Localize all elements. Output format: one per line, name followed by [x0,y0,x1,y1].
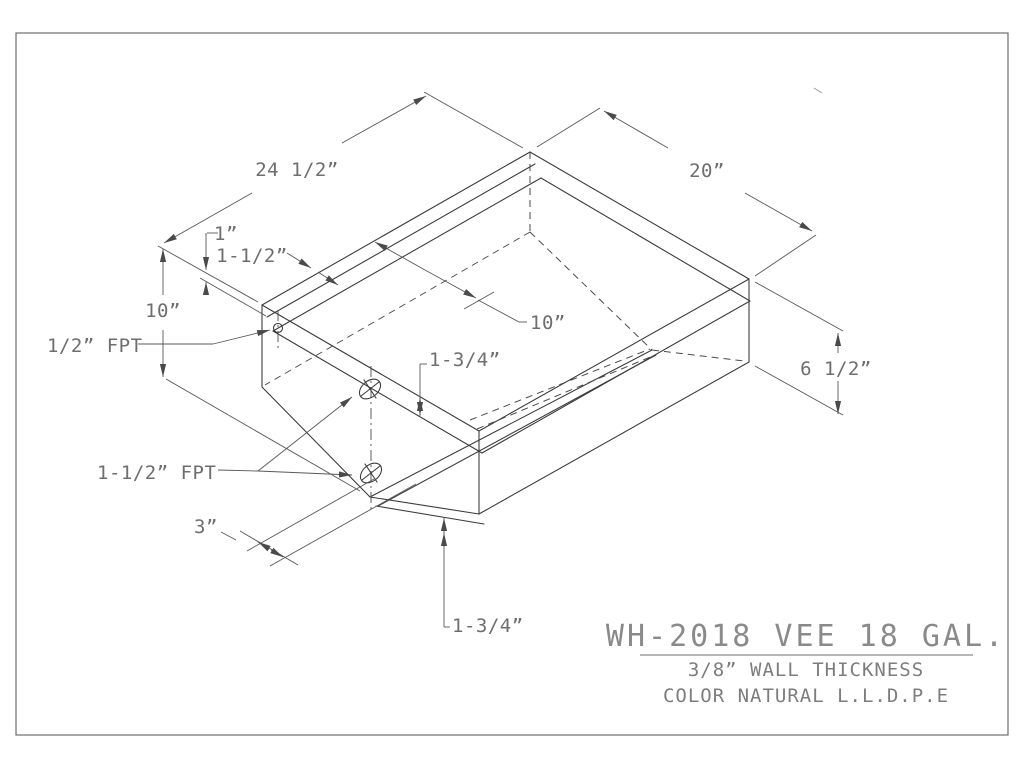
dimension-lines [138,91,844,628]
top-fitting-port [272,322,284,334]
fitting-centerlines [277,310,372,510]
drawing-title: WH-2018 VEE 18 GAL. [606,619,1006,654]
dim-center-offset: 10” [530,312,566,334]
dim-fitting-spacing: 3” [194,516,218,538]
fittings [272,322,383,484]
wall-thickness-note: 3/8” WALL THICKNESS [688,659,924,681]
label-front-fittings: 1-1/2” FPT [97,462,216,484]
sheet-border [15,32,1009,736]
dimension-labels: 24 1/2” 20” 10” 1” 1-1/2” 10” 1-3/4” 1-3… [47,159,872,637]
dim-overall-height: 10” [145,300,181,322]
dim-top-length: 24 1/2” [255,159,339,181]
lower-front-fitting-port [359,462,383,484]
title-block: WH-2018 VEE 18 GAL. 3/8” WALL THICKNESS … [606,619,1006,707]
color-material-note: COLOR NATURAL L.L.D.P.E [663,685,949,707]
plot-artifact-tick [813,87,823,94]
label-top-fitting: 1/2” FPT [47,335,143,357]
dim-side-height: 6 1/2” [800,358,872,380]
dim-keel-width: 1-3/4” [452,615,524,637]
dim-top-width: 20” [689,160,725,182]
tank-outline-solid [261,151,751,525]
dim-lip-one: 1” [214,223,238,245]
upper-front-fitting-port [358,378,382,400]
dim-lip-front: 1-3/4” [429,349,501,371]
dim-lip-one-half: 1-1/2” [216,245,288,267]
tank-hidden-lines [264,152,745,430]
